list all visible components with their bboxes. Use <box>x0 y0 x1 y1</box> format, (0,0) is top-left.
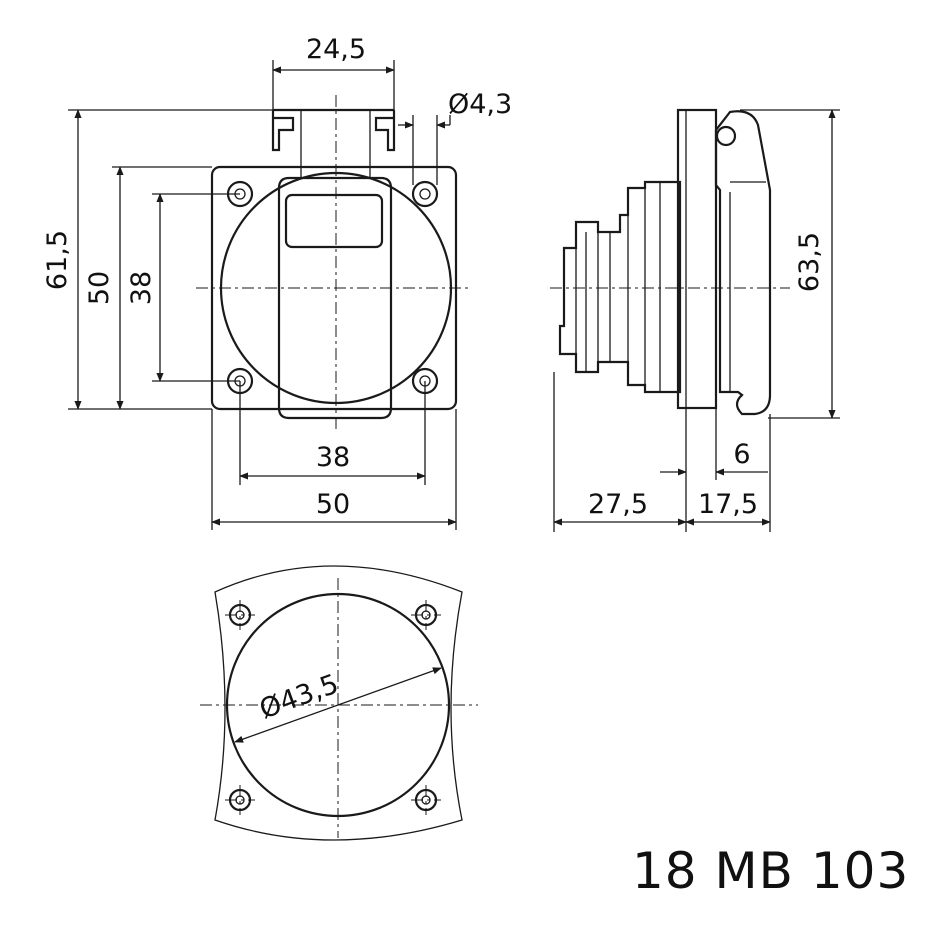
front-hinge <box>271 108 396 152</box>
dim-front-total-height: 61,5 <box>42 230 73 290</box>
front-lid-window <box>284 193 384 249</box>
front-dimension-lines <box>68 60 457 530</box>
side-flange <box>676 108 718 410</box>
front-view <box>196 95 470 430</box>
dim-front-top-width: 24,5 <box>306 34 366 65</box>
model-number: 18 MB 103 <box>632 842 910 900</box>
side-dimension-labels: 63,5 6 27,5 17,5 <box>588 232 825 520</box>
side-hinge-pin <box>715 125 737 147</box>
cutout-outline <box>214 565 463 841</box>
cutout-diameter-line <box>234 667 442 743</box>
dim-front-frame-height: 50 <box>84 271 115 305</box>
dim-front-frame-width: 50 <box>316 489 350 520</box>
dim-side-front-depth: 17,5 <box>698 489 758 520</box>
dim-side-cover-depth: 6 <box>733 439 750 470</box>
dim-side-rear-depth: 27,5 <box>588 489 648 520</box>
panel-cutout-view: Ø43,5 <box>200 565 478 841</box>
dim-hole-diameter: Ø4,3 <box>448 89 512 120</box>
side-dimension-lines <box>553 109 840 532</box>
dim-side-total-height: 63,5 <box>794 232 825 292</box>
side-view <box>550 108 790 416</box>
front-mounting-holes <box>226 180 439 395</box>
side-lid <box>714 110 772 416</box>
dim-front-hole-pitch-vertical: 38 <box>126 271 157 305</box>
front-dimension-labels: 24,5 Ø4,3 61,5 50 38 38 50 <box>42 34 512 520</box>
front-lid <box>277 176 393 420</box>
dim-front-hole-pitch-horizontal: 38 <box>316 442 350 473</box>
dim-cutout-diameter: Ø43,5 <box>256 669 343 726</box>
side-rear-connector <box>558 180 682 394</box>
